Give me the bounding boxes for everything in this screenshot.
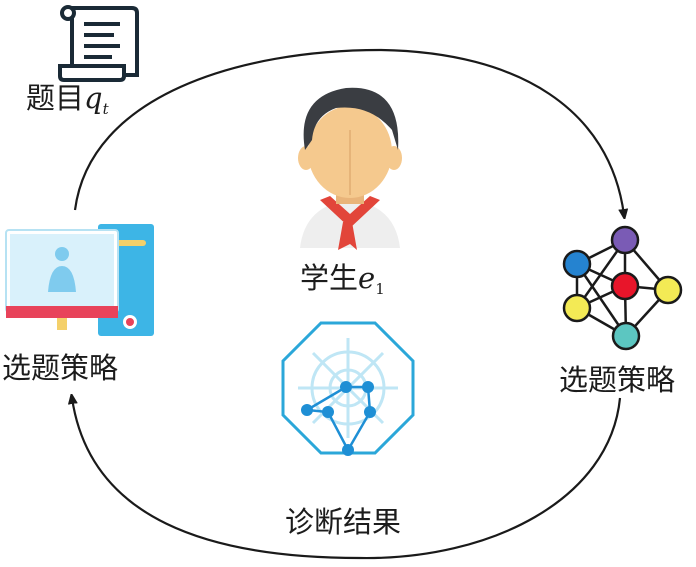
network-node (611, 321, 641, 351)
right-strategy-text: 选题策略 (559, 363, 676, 397)
right-strategy-label: 选题策略 (559, 366, 675, 395)
network-nodes (562, 225, 683, 351)
network-node (610, 225, 640, 255)
diagnosis-radar-icon (281, 321, 415, 456)
diagnosis-label: 诊断结果 (285, 508, 401, 537)
student-text: 学生 (300, 261, 359, 295)
computer-icon (5, 224, 154, 336)
bottom-flow-arrow (72, 398, 622, 560)
network-node (610, 271, 640, 301)
diagnosis-text: 诊断结果 (285, 505, 402, 539)
left-strategy-text: 选题策略 (2, 351, 119, 385)
left-strategy-label: 选题策略 (2, 354, 118, 383)
student-avatar-icon (298, 87, 402, 250)
question-var: q (84, 81, 103, 115)
network-node (562, 249, 592, 279)
network-node (653, 275, 683, 305)
question-label: 题目qt (26, 81, 109, 117)
network-node (562, 293, 592, 323)
top-flow-arrow (73, 48, 624, 215)
question-document-icon (58, 5, 139, 82)
question-sub: t (102, 100, 109, 118)
question-text: 题目 (26, 81, 85, 115)
student-var: e (358, 261, 376, 295)
student-sub: 1 (375, 280, 385, 298)
student-label: 学生e1 (300, 261, 385, 297)
